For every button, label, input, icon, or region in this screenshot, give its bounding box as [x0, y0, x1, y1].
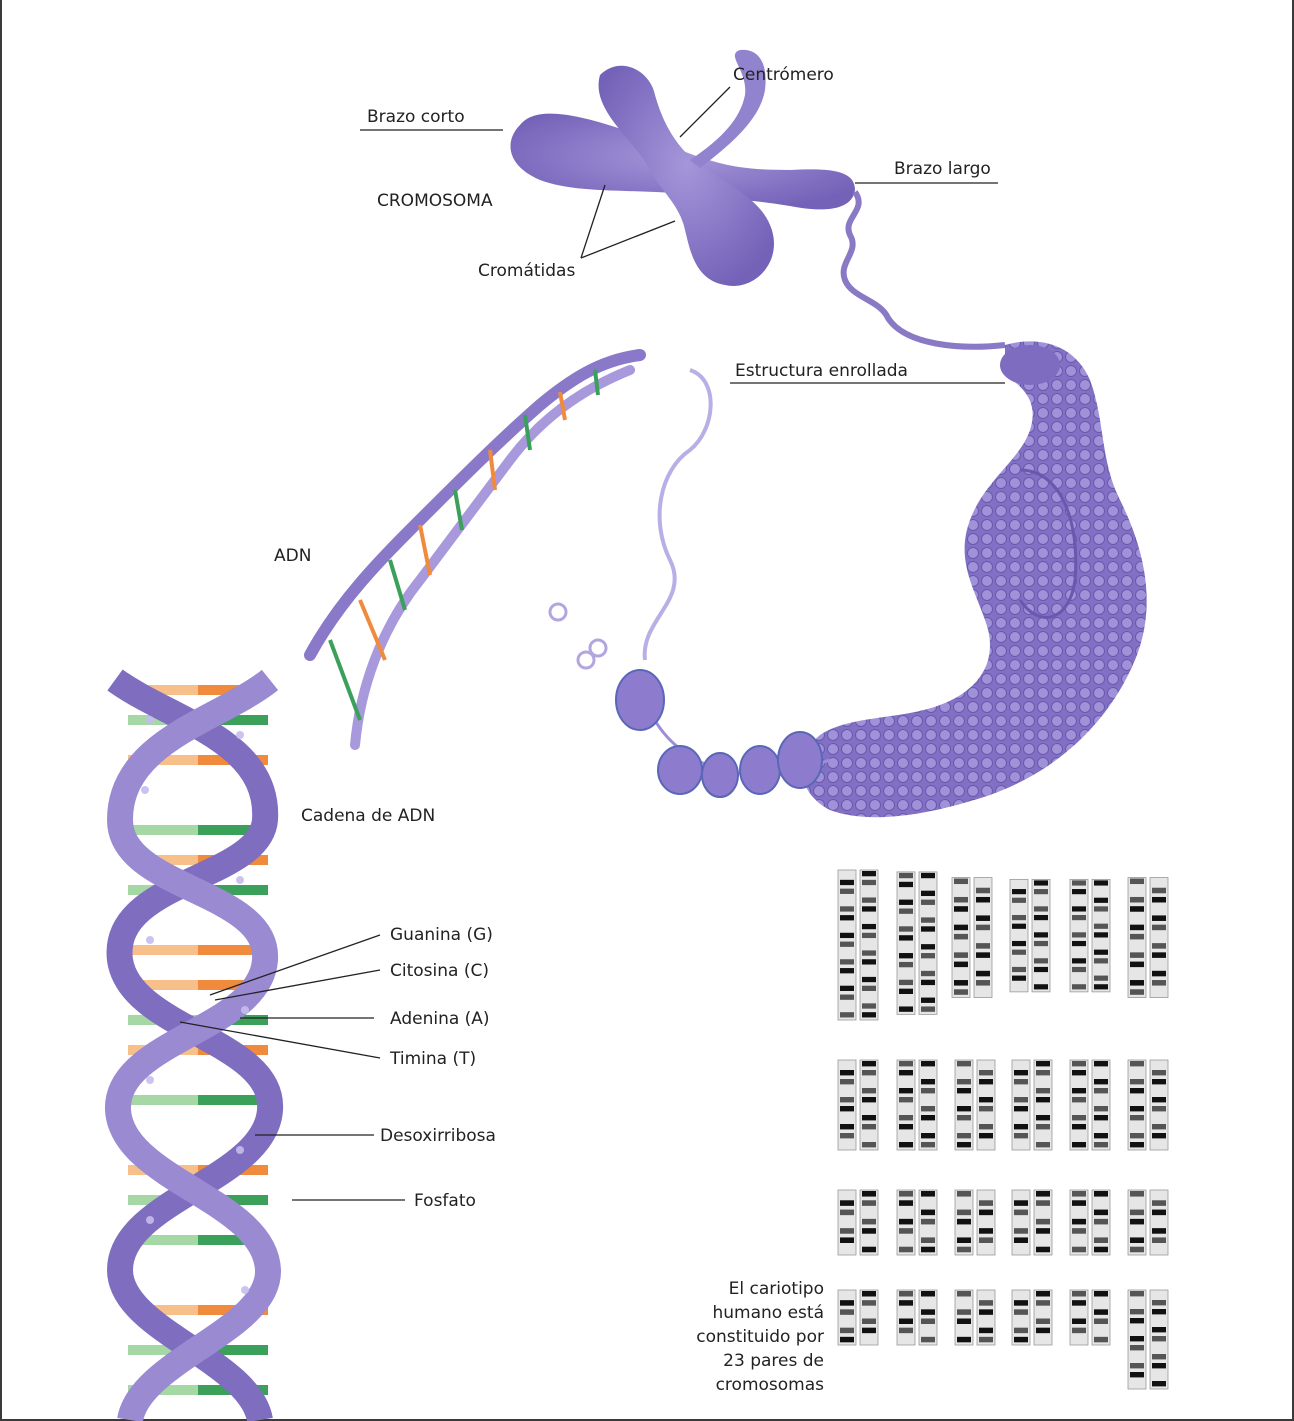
caption-line: El cariotipo — [690, 1277, 824, 1301]
label-guanine: Guanina (G) — [390, 925, 493, 945]
karyotype-caption: El cariotipo humano está constituido por… — [690, 1277, 824, 1397]
label-coiled-structure: Estructura enrollada — [735, 361, 908, 381]
karyotype-chromosome-pair — [897, 1060, 937, 1150]
label-adenine: Adenina (A) — [390, 1009, 490, 1029]
karyotype-chromosome-pair — [838, 1290, 878, 1345]
label-dna-chain: Cadena de ADN — [301, 806, 435, 826]
karyotype-chromosome-pair — [952, 878, 992, 998]
karyotype-chromosome-pair — [1012, 1190, 1052, 1255]
karyotype-chromosome-pair — [955, 1190, 995, 1255]
caption-line: 23 pares de — [690, 1349, 824, 1373]
label-centromere: Centrómero — [733, 65, 834, 85]
karyotype-chromosome-pair — [838, 1190, 878, 1255]
karyotype-chromosome-pair — [1128, 1290, 1168, 1389]
karyotype-chromosome-pair — [897, 1290, 937, 1345]
karyotype-chromosome-pair — [955, 1060, 995, 1150]
base-pair-rung — [128, 825, 198, 835]
coiled-structure — [802, 341, 1147, 817]
karyotype-chromosome-pair — [897, 1190, 937, 1255]
karyotype-chromosome-pair — [1012, 1290, 1052, 1345]
dna-double-helix — [115, 680, 270, 1420]
label-thymine: Timina (T) — [389, 1049, 476, 1069]
karyotype-chromosome-pair — [1010, 879, 1050, 992]
label-chromatids: Cromátidas — [478, 261, 575, 281]
base-pair-rung — [128, 1095, 198, 1105]
karyotype-chromosome-pair — [955, 1290, 995, 1345]
caption-line: cromosomas — [690, 1373, 824, 1397]
label-dna: ADN — [274, 546, 311, 566]
caption-line: humano está — [690, 1301, 824, 1325]
karyotype-chromosome-pair — [1128, 878, 1168, 998]
karyotype-chromosome-pair — [1070, 1060, 1110, 1150]
base-pair-rung — [128, 945, 198, 955]
karyotype-chromosome-pair — [1128, 1060, 1168, 1150]
karyotype-chromosome-pair — [897, 872, 937, 1015]
label-phosphate: Fosfato — [414, 1191, 476, 1211]
chromosome — [510, 50, 1005, 347]
karyotype-chromosome-pair — [838, 870, 878, 1020]
label-long-arm: Brazo largo — [894, 159, 991, 179]
karyotype-chromosome-pair — [1012, 1060, 1052, 1150]
label-cytosine: Citosina (C) — [390, 961, 489, 981]
karyotype-chromosome-pair — [1070, 879, 1110, 992]
karyotype-chromosome-pair — [838, 1060, 878, 1150]
karyotype-chromosome-pair — [1070, 1190, 1110, 1255]
label-deoxyribose: Desoxirribosa — [380, 1126, 496, 1146]
karyotype — [838, 870, 1168, 1389]
label-chromosome: CROMOSOMA — [377, 191, 493, 211]
karyotype-chromosome-pair — [1128, 1190, 1168, 1255]
small-dna-helix — [310, 355, 640, 745]
karyotype-chromosome-pair — [1070, 1290, 1110, 1345]
caption-line: constituido por — [690, 1325, 824, 1349]
nucleosomes — [550, 370, 830, 797]
label-short-arm: Brazo corto — [367, 107, 465, 127]
